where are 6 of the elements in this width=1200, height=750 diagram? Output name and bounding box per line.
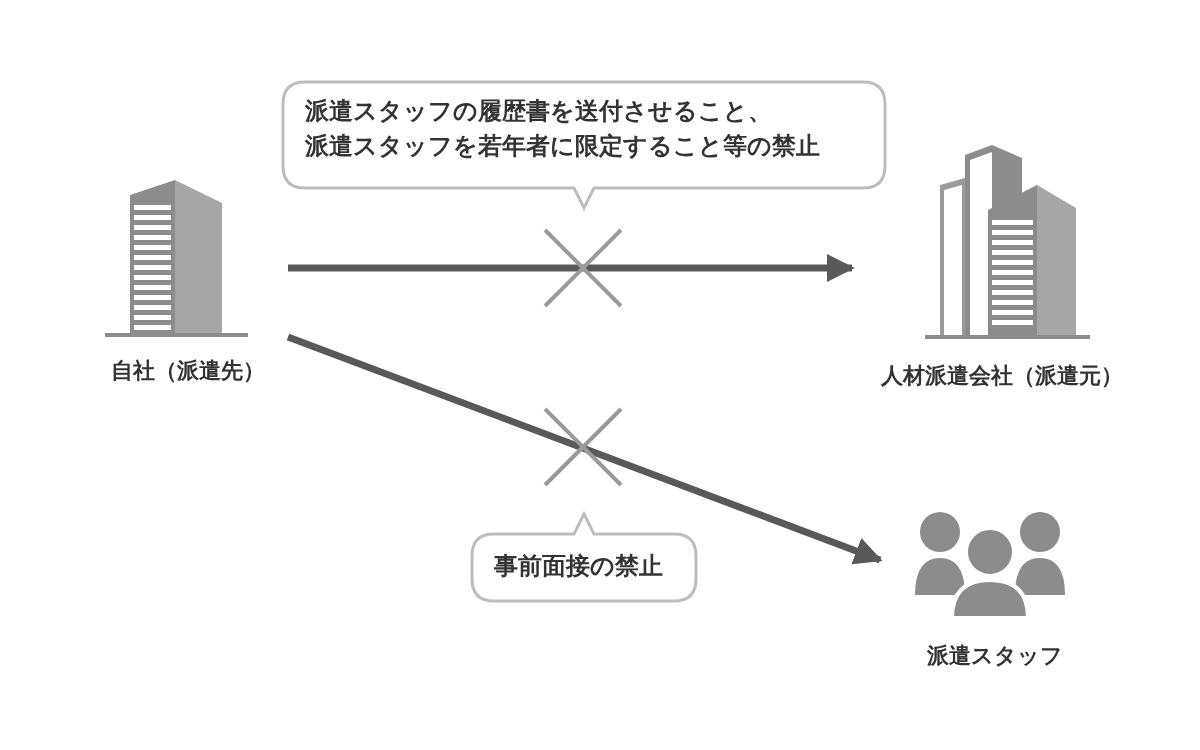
arrow (286, 333, 883, 565)
node-label: 自社（派遣先） (110, 357, 266, 385)
node-label: 派遣スタッフ (926, 642, 1064, 670)
callout-text: 事前面接の禁止 (494, 551, 664, 582)
callout-text: 派遣スタッフの履歴書を送付させること、派遣スタッフを若年者に限定すること等の禁止 (305, 96, 821, 162)
node-label: 人材派遣会社（派遣元） (880, 362, 1124, 390)
